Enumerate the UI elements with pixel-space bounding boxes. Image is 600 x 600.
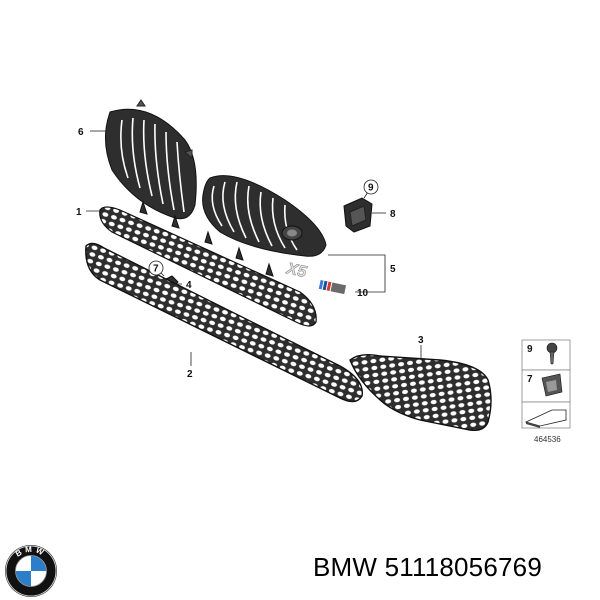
legend-label-7: 7	[527, 374, 533, 385]
callout-5: 5	[390, 264, 396, 275]
side-grille-insert	[349, 353, 492, 432]
legend-panel: 9 7 464536	[521, 339, 571, 444]
bracket-part	[343, 197, 373, 233]
callout-7: 7	[153, 264, 159, 275]
callout-6: 6	[78, 127, 84, 138]
callout-3: 3	[418, 335, 424, 346]
caption-part-number: 51118056769	[384, 552, 542, 582]
caption-brand: BMW	[313, 552, 378, 582]
kidney-grille-left	[105, 99, 197, 220]
legend-label-9: 9	[527, 344, 533, 355]
callout-8: 8	[390, 209, 396, 220]
badge-text: X5	[284, 260, 309, 281]
clip-icon	[541, 373, 563, 397]
callout-9: 9	[368, 183, 374, 194]
screw-icon	[546, 342, 558, 365]
callout-1: 1	[76, 207, 82, 218]
lower-grille-mesh	[85, 242, 364, 403]
wedge-icon	[524, 409, 567, 428]
part-caption: BMW 51118056769	[313, 552, 542, 583]
x5-m-badge: X5	[284, 260, 347, 295]
kidney-grille-right	[202, 175, 327, 257]
callout-numbers: 6 1 2 3 4 5 8 10 9 7	[76, 127, 424, 380]
callout-4: 4	[186, 280, 192, 291]
reference-number: 464536	[534, 435, 561, 444]
upper-trim-strip	[99, 200, 317, 327]
callout-10: 10	[357, 288, 369, 299]
callout-2: 2	[187, 369, 193, 380]
bmw-logo: BMW	[5, 545, 57, 597]
